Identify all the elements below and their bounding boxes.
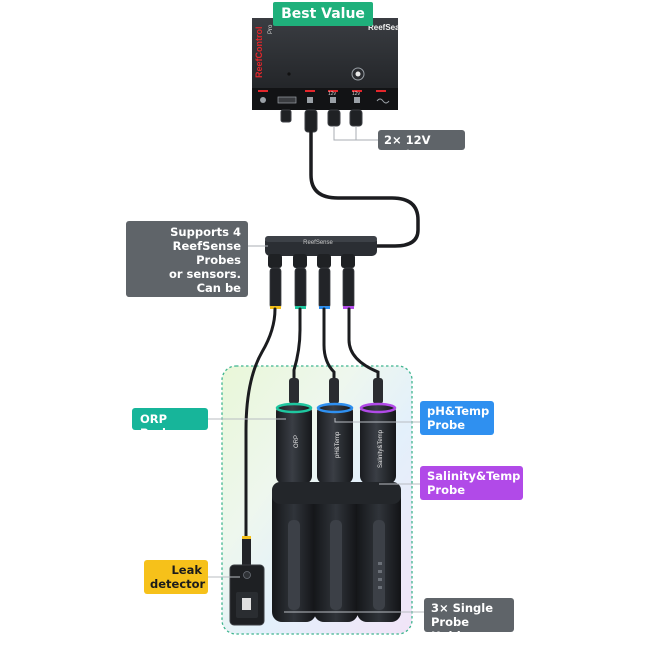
- port-icon: [307, 97, 313, 103]
- leak-callout-line-2: detector: [150, 577, 206, 591]
- salinity-probe-callout: Salinity&Temp Probe: [420, 466, 523, 500]
- probe-holders: [272, 482, 401, 622]
- port-label-12v-a: 12v: [328, 91, 337, 97]
- port-label-12v-b: 12v: [352, 91, 361, 97]
- expansion-line-5: to 7: [215, 309, 241, 323]
- main-cable: [309, 130, 420, 248]
- orp-probe-label: ORP: [294, 435, 300, 448]
- controller-connectors: [280, 109, 363, 133]
- sensor-hub: ReefSense: [265, 236, 377, 268]
- salinity-callout-line-2: Probe: [427, 483, 466, 497]
- orp-probe-callout: ORP Probe: [132, 408, 208, 440]
- strain-reliefs: [289, 378, 383, 404]
- ph-callout-line-1: pH&Temp: [427, 404, 490, 418]
- port-icon: [330, 97, 336, 103]
- ph-probe-callout: pH&Temp Probe: [420, 401, 494, 435]
- callout-lines: [206, 418, 424, 613]
- cable-plugs: [269, 267, 355, 309]
- salinity-callout-line-1: Salinity&Temp: [427, 469, 521, 483]
- hub-brand-text: ReefSense: [303, 240, 333, 246]
- holder-callout-line-1: 3× Single: [431, 601, 494, 615]
- wave-icon: [376, 98, 390, 104]
- expansion-line-4: Can be expanded: [177, 281, 241, 309]
- orp-probe: ORP: [275, 402, 313, 484]
- expansion-callout: Supports 4 ReefSense Probes or sensors. …: [126, 221, 248, 323]
- holder-callout-line-2: Probe Holder: [431, 615, 475, 643]
- ph-probe-label: pH&Temp: [335, 431, 341, 458]
- ports-callout: 2× 12V ports: [378, 130, 465, 161]
- expansion-line-3: or sensors.: [168, 267, 241, 281]
- controller-brand-text: ReefControl: [254, 27, 264, 79]
- expansion-line-1: Supports 4: [170, 225, 241, 239]
- usb-port: [277, 96, 297, 104]
- controller-maker-text: ReefSea: [368, 23, 400, 32]
- salinity-probe: Salinity&Temp: [359, 402, 397, 484]
- controller-unit: ReefControl Pro ReefSea 12v 12v: [252, 18, 400, 133]
- port-icon: [260, 97, 266, 103]
- salinity-probe-label: Salinity&Temp: [378, 429, 384, 468]
- best-value-badge: Best Value: [273, 2, 373, 26]
- ph-probe: pH&Temp: [316, 402, 354, 484]
- sensor-cables: [244, 307, 380, 542]
- holder-callout: 3× Single Probe Holder: [424, 598, 514, 643]
- red-port-indicators: [258, 90, 386, 92]
- leak-logo-icon: [242, 598, 251, 610]
- ports-callout-line: [333, 126, 380, 141]
- status-led-icon: [287, 72, 291, 76]
- expansion-line-2: ReefSense Probes: [172, 239, 241, 267]
- plug-color-rings: [270, 306, 354, 309]
- leak-callout-line-1: Leak: [171, 563, 202, 577]
- leak-detector-callout: Leak detector: [144, 560, 208, 594]
- ph-callout-line-2: Probe: [427, 418, 466, 432]
- leak-detector: [229, 536, 265, 626]
- port-icon: [354, 97, 360, 103]
- controller-model-text: Pro: [268, 24, 274, 34]
